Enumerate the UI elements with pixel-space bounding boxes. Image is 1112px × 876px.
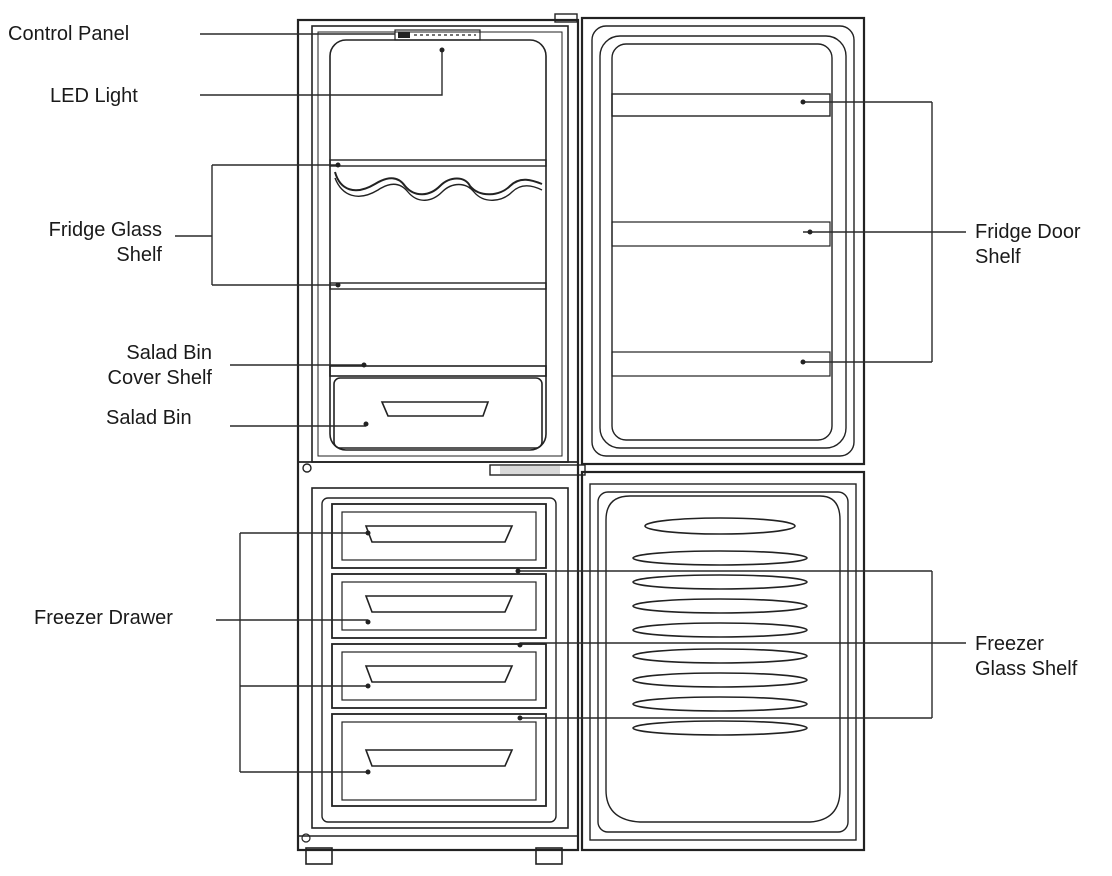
fridge-glass-shelf-upper: [329, 159, 547, 201]
label-fridge-door-shelf-line2: Shelf: [975, 246, 1021, 268]
fridge-feet: [301, 833, 563, 865]
freezer-door: [580, 470, 866, 852]
control-panel: [394, 29, 481, 41]
label-salad-bin: Salad Bin: [106, 407, 192, 429]
leader-lines: [175, 33, 966, 775]
freezer-compartment: [298, 487, 578, 837]
label-fridge-glass-shelf-line1: Fridge Glass: [48, 219, 162, 241]
label-salad-bin-cover-shelf-line2: Cover Shelf: [107, 367, 213, 389]
label-led-light: LED Light: [50, 85, 138, 107]
label-salad-bin-cover-shelf-line1: Salad Bin: [126, 342, 212, 364]
label-fridge-door-shelf-line1: Fridge Door: [975, 221, 1081, 243]
freezer-drawer-3: [331, 643, 547, 709]
freezer-door-ridges: [632, 517, 808, 736]
label-control-panel: Control Panel: [8, 23, 130, 45]
label-freezer-glass-shelf: Freezer Glass Shelf: [975, 632, 1077, 682]
label-freezer-glass-shelf-line1: Freezer: [975, 633, 1044, 655]
label-fridge-glass-shelf: Fridge Glass Shelf: [20, 218, 162, 268]
salad-bin-cover-shelf: [329, 365, 547, 377]
label-freezer-drawer: Freezer Drawer: [34, 607, 173, 629]
freezer-drawer-1: [331, 503, 547, 569]
label-salad-bin-cover-shelf: Salad Bin Cover Shelf: [60, 341, 213, 391]
fridge-door: [580, 16, 866, 466]
freezer-drawer-2: [331, 573, 547, 639]
fridge-cabinet: [296, 13, 586, 852]
freezer-drawer-4: [331, 713, 547, 807]
salad-bin: [333, 377, 543, 449]
label-freezer-glass-shelf-line2: Glass Shelf: [975, 658, 1078, 680]
label-fridge-door-shelf: Fridge Door Shelf: [975, 220, 1081, 270]
fridge-door-shelves: [611, 93, 831, 377]
label-fridge-glass-shelf-line2: Shelf: [116, 244, 162, 266]
fridge-glass-shelf-lower: [329, 282, 547, 290]
